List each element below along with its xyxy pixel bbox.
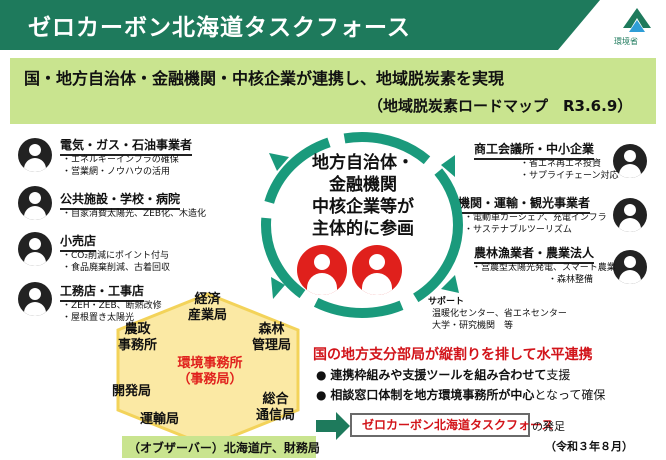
arrow-right-icon	[316, 412, 350, 440]
person-icon	[613, 144, 647, 178]
center-line: 主体的に参画	[312, 219, 414, 239]
group-item: ・サプライチェーン対応	[520, 171, 619, 181]
mission-banner	[10, 58, 656, 124]
message-title: 国の地方支分部局が縦割りを排して水平連携	[313, 347, 593, 363]
office-label: 開発局	[112, 384, 152, 399]
bullet-dot-icon: ●	[316, 368, 327, 382]
group-title-transport: 交通機関・運輸・観光事業者	[434, 194, 591, 214]
ring-arrow-icon	[441, 155, 455, 177]
office-line: 森林	[258, 322, 285, 337]
ring-arrow-icon	[441, 275, 459, 293]
center-text: 地方自治体・ 金融機関 中核企業等が 主体的に参画	[280, 152, 446, 240]
group-item: ・食品廃棄削減、古着回収	[62, 263, 171, 273]
person-icon	[18, 138, 52, 172]
office-line: 総合	[262, 392, 289, 407]
center-line: 金融機関	[329, 175, 397, 195]
message-bullet: ● 相談窓口体制を地方環境事務所が中心となって確保	[316, 386, 605, 403]
group-item: ・屋根置き太陽光	[62, 313, 135, 323]
secretariat-label: 環境事務所 （事務局）	[170, 356, 250, 388]
office-line: 産業局	[188, 308, 228, 323]
message-bullet: ● 連携枠組みや支援ツールを組み合わせて支援	[316, 366, 570, 383]
group-item: ・営業網・ノウハウの活用	[62, 167, 171, 177]
title-bar	[0, 0, 600, 50]
person-icon	[613, 250, 647, 284]
group-title-energy: 電気・ガス・石油事業者	[60, 136, 193, 156]
participant-icon	[352, 245, 402, 295]
group-title-commerce: 商工会議所・中小企業	[474, 140, 595, 160]
group-item: ・自家消費太陽光、ZEB化、木造化	[62, 209, 207, 219]
mission-text: 国・地方自治体・金融機関・中核企業が連携し、地域脱炭素を実現	[24, 69, 505, 88]
participant-icon	[297, 245, 347, 295]
group-item: ・電動車カーシェア、充電インフラ	[464, 213, 607, 223]
bullet-bold: 相談窓口体制を地方環境事務所が中心	[330, 388, 535, 402]
center-line: 中核企業等が	[312, 197, 414, 217]
person-icon	[18, 232, 52, 266]
support-line: 温暖化センター、省エネセンター	[432, 309, 567, 319]
group-item: ・サステナブルツーリズム	[464, 225, 572, 235]
office-label: 森林 管理局	[252, 322, 291, 354]
launch-suffix: の発足	[532, 420, 565, 433]
ring-arrow-icon	[271, 277, 285, 299]
group-title-construction: 工務店・工事店	[60, 282, 145, 302]
group-item: ・ZEH・ZEB、断熱改修	[62, 301, 162, 311]
office-label: 総合 通信局	[256, 392, 295, 424]
bullet-dot-icon: ●	[316, 388, 327, 402]
group-title-retail: 小売店	[60, 232, 97, 252]
launch-name: ゼロカーボン北海道タスクフォース	[362, 418, 554, 432]
office-line: 通信局	[256, 408, 296, 423]
office-label: 農政 事務所	[118, 322, 157, 354]
bullet-rest: となって確保	[534, 388, 606, 402]
office-label: 運輸局	[140, 412, 180, 427]
group-title-agriculture: 農林漁業者・農業法人	[474, 244, 595, 264]
group-item: ・エネルギーインフラの確保	[62, 155, 179, 165]
launch-box	[350, 413, 530, 437]
support-title: サポート	[428, 297, 465, 307]
office-line: 事務所	[118, 338, 158, 353]
observer-text: （オブザーバー）北海道庁、財務局	[128, 441, 320, 455]
center-line: 地方自治体・	[312, 153, 414, 173]
group-item: ・営農型太陽光発電、スマート農業	[472, 263, 616, 273]
bullet-rest: 支援	[546, 368, 571, 382]
group-item: ・森林整備	[548, 275, 594, 285]
office-label: 経済 産業局	[188, 292, 227, 324]
ministry-logo-icon	[623, 8, 651, 32]
page-title: ゼロカーボン北海道タスクフォース	[28, 15, 411, 41]
secretariat-line: 環境事務所	[177, 356, 243, 371]
mission-subtext: （地域脱炭素ロードマップ R3.6.9）	[368, 97, 633, 115]
ring-arrow-icon	[269, 153, 289, 171]
launch-date: （令和３年８月）	[545, 440, 633, 453]
support-line: 大学・研究機関 等	[432, 321, 514, 331]
group-item: ・省エネ再エネ投資	[520, 159, 602, 169]
person-icon	[18, 282, 52, 316]
observer-banner	[122, 436, 316, 458]
person-icon	[613, 198, 647, 232]
office-line: 農政	[124, 322, 151, 337]
group-title-public: 公共施設・学校・病院	[60, 190, 181, 210]
group-item: ・CO₂削減にポイント付与	[62, 251, 169, 261]
logo-text: 環境省	[614, 37, 638, 46]
secretariat-line: （事務局）	[177, 372, 243, 387]
person-icon	[18, 186, 52, 220]
office-line: 経済	[194, 292, 221, 307]
bullet-bold: 連携枠組みや支援ツールを組み合わせて	[330, 368, 547, 382]
office-line: 管理局	[252, 338, 292, 353]
